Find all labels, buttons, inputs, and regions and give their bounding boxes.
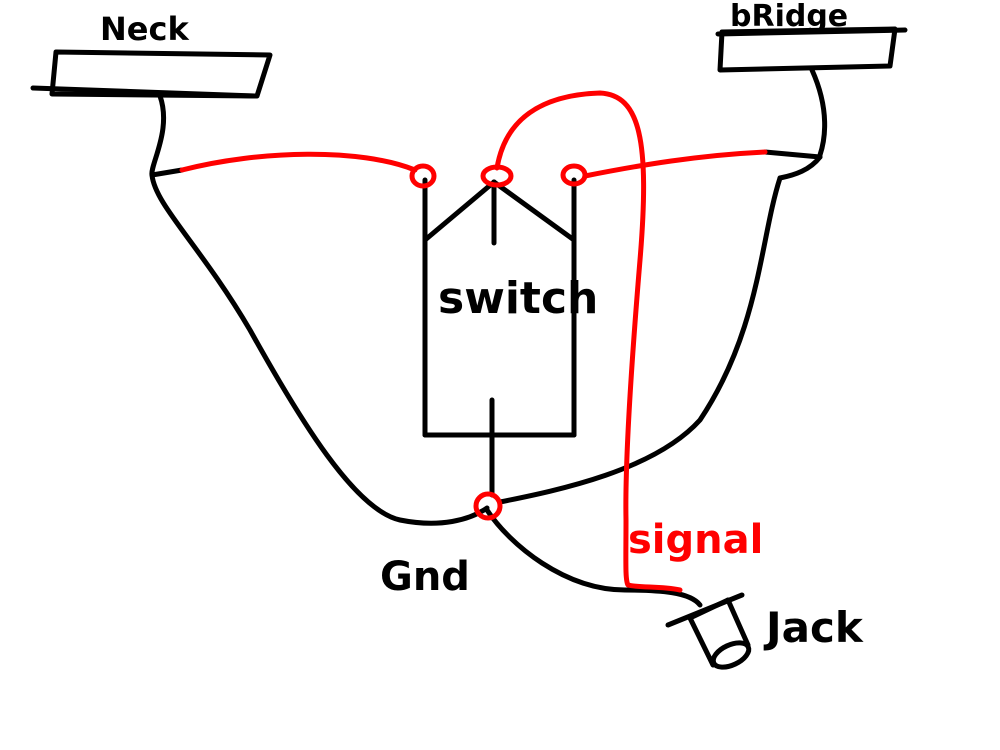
- bridge-signal-wire: [582, 149, 768, 179]
- neck-signal-wire: [179, 151, 418, 173]
- jack-barrel-left: [687, 615, 716, 668]
- jack-barrel-right: [725, 597, 751, 648]
- switch-terminal-common: [480, 164, 514, 188]
- switch-left-roof: [422, 179, 497, 243]
- bridge-pickup-top-line: [715, 27, 908, 37]
- jack-ground-wire: [484, 507, 703, 608]
- bridge-tap-line: [762, 149, 823, 160]
- output-signal-wire: [494, 90, 683, 593]
- neck-tap-line: [149, 167, 185, 178]
- neck-ground-wire: [149, 172, 490, 526]
- neck-lead-wire: [149, 93, 167, 178]
- bridge-pickup: [715, 26, 908, 73]
- switch-right-roof: [491, 179, 577, 243]
- neck-pickup-base-line: [30, 85, 258, 99]
- jack-opening: [710, 640, 752, 670]
- signal-wires: [179, 90, 768, 593]
- switch: [422, 177, 577, 498]
- output-jack: [665, 592, 752, 670]
- jack-label: Jack: [763, 603, 864, 652]
- bridge-ground-wire: [497, 175, 783, 505]
- gnd-label: Gnd: [380, 554, 470, 600]
- neck-pickup: [30, 49, 273, 99]
- switch-terminal-bridge: [560, 163, 588, 187]
- switch-label: switch: [438, 273, 598, 324]
- ground-junction: [473, 491, 503, 521]
- bridge-ground-wire-upper: [777, 154, 823, 181]
- bridge-lead-wire: [809, 67, 828, 158]
- neck-label: Neck: [100, 10, 189, 48]
- switch-terminal-neck: [409, 163, 437, 189]
- signal-label: signal: [628, 517, 763, 563]
- ground-wires: [149, 67, 828, 608]
- bridge-label: bRidge: [730, 0, 848, 34]
- jack-barrel-top: [687, 597, 731, 621]
